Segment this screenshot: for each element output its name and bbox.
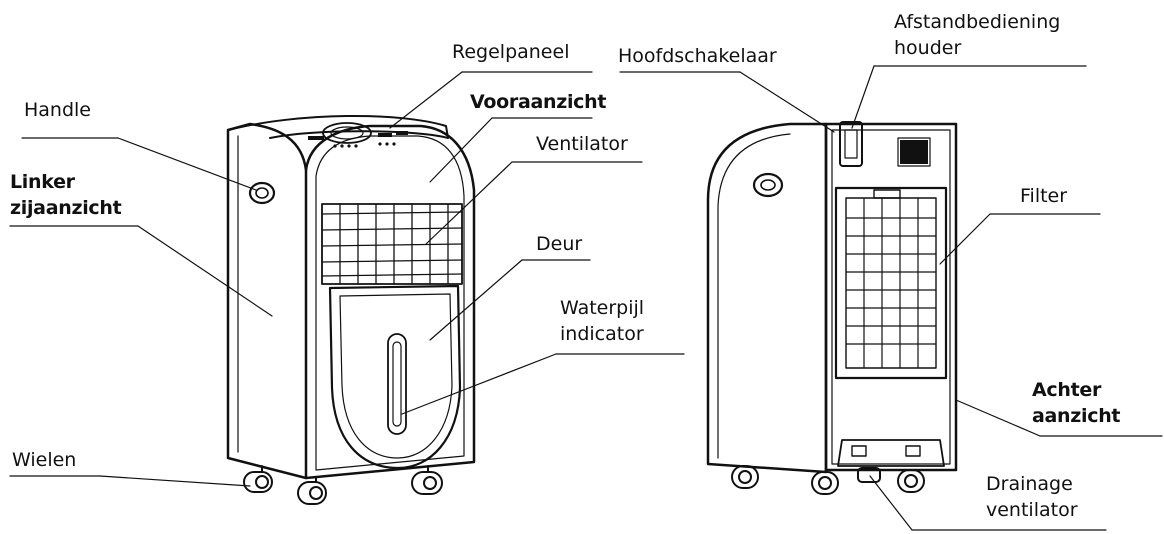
label-linker-line2: zijaanzicht	[10, 197, 122, 219]
label-waterpijl-line2: indicator	[560, 323, 644, 345]
label-achter-line1: Achter	[1032, 379, 1102, 401]
leader-lines	[9, 65, 1163, 531]
back-unit-illustration	[706, 121, 958, 495]
label-handle: Handle	[24, 99, 92, 121]
label-drainage-line2: ventilator	[986, 499, 1078, 521]
label-afstand-line2: houder	[894, 37, 962, 59]
front-unit-illustration	[226, 114, 476, 505]
label-wielen: Wielen	[12, 449, 77, 471]
label-drainage-line1: Drainage	[986, 473, 1073, 495]
label-waterpijl-line1: Waterpijl	[560, 297, 645, 319]
label-afstand-line1: Afstandbediening	[894, 11, 1061, 33]
label-deur: Deur	[536, 233, 583, 255]
label-vooraanzicht: Vooraanzicht	[470, 91, 607, 113]
label-filter: Filter	[1020, 185, 1068, 207]
label-hoofdschakelaar: Hoofdschakelaar	[618, 45, 777, 67]
label-linker-line1: Linker	[10, 171, 75, 193]
label-regelpaneel: Regelpaneel	[452, 41, 570, 63]
label-ventilator: Ventilator	[536, 133, 628, 155]
label-achter-line2: aanzicht	[1032, 405, 1121, 427]
